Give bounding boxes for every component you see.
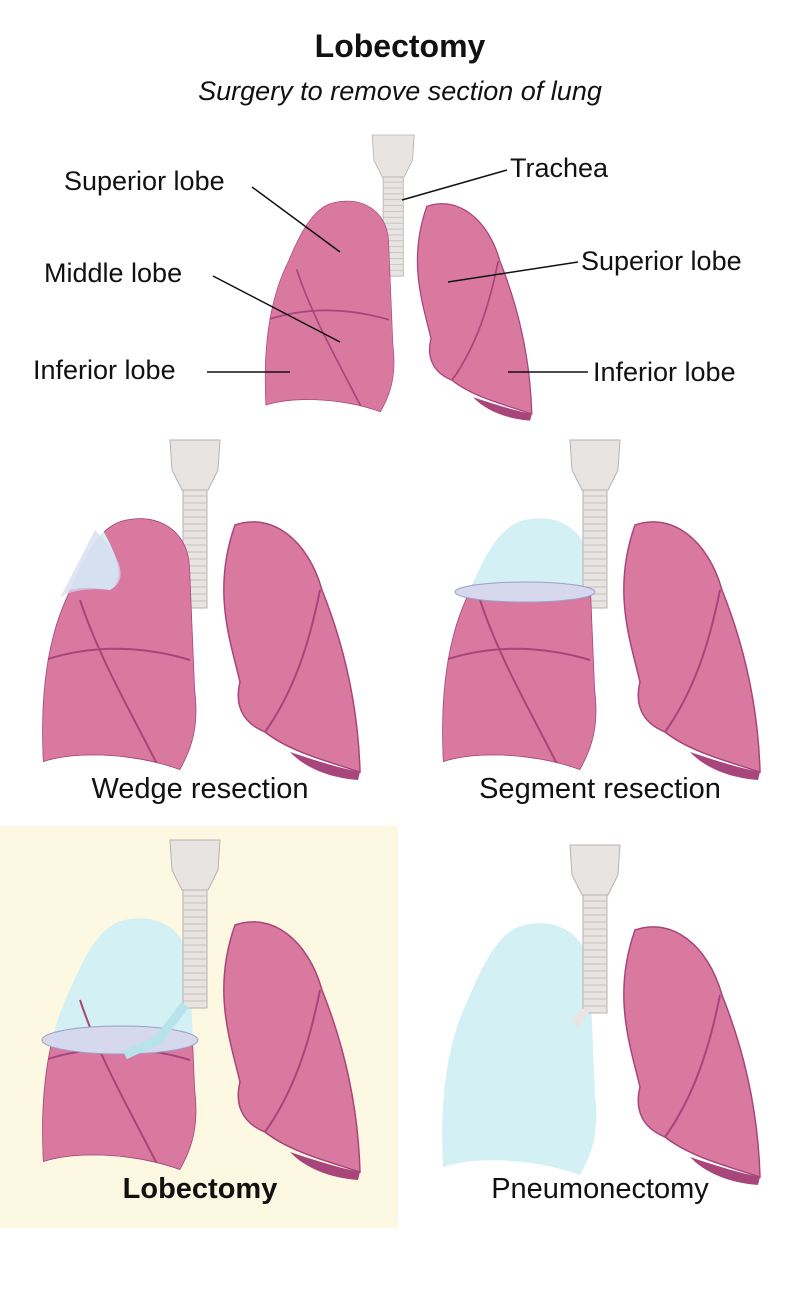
caption-lobectomy: Lobectomy [122,1173,278,1205]
right-lung [264,200,395,413]
left-fissure [664,589,721,733]
left-lung [416,203,533,421]
horizontal-fissure [266,309,390,321]
lungs-anatomy [264,134,533,421]
right-lung [42,518,197,770]
cut-surface [454,581,596,603]
lungs-segment [442,439,761,780]
cut-surface [60,530,121,598]
left-lung [623,521,761,780]
left-lung [623,926,761,1185]
label-trachea: Trachea [510,153,609,183]
trachea [182,889,208,1009]
left-fissure [264,589,321,733]
horizontal-fissure [444,647,591,661]
bronchus-stump [123,1002,189,1060]
oblique-fissure [295,269,365,413]
lung-base [290,1152,360,1180]
label-right-superior-lobe: Superior lobe [64,166,225,196]
larynx [569,439,621,491]
larynx [169,439,221,491]
lung-base [690,1157,760,1185]
horizontal-fissure [44,647,191,661]
page-title: Lobectomy [314,28,486,64]
removed-region [442,923,597,1175]
lung-base [690,752,760,780]
caption-pneumonectomy: Pneumonectomy [491,1173,709,1205]
leader-left-superior [447,261,579,283]
cut-surface [41,1025,199,1055]
leader-right-superior [251,186,341,253]
leader-right-middle [212,275,341,343]
larynx [569,844,621,896]
larynx [371,134,415,178]
left-fissure [264,989,321,1133]
label-left-superior-lobe: Superior lobe [581,246,742,276]
label-left-inferior-lobe: Inferior lobe [593,357,736,387]
left-lung [223,521,361,780]
oblique-fissure [79,599,161,770]
leader-lines [207,169,588,373]
oblique-fissure [479,599,561,770]
lungs-lobectomy [41,839,361,1180]
caption-wedge-resection: Wedge resection [91,773,309,805]
larynx [169,839,221,891]
lungs-pneumonectomy [442,844,761,1185]
leader-trachea [401,169,508,201]
left-fissure [664,994,721,1138]
oblique-fissure [79,999,161,1170]
label-right-middle-lobe: Middle lobe [44,258,183,288]
trachea [582,894,608,1014]
page-subtitle: Surgery to remove section of lung [198,76,602,106]
label-right-inferior-lobe: Inferior lobe [33,355,176,385]
lung-base [290,752,360,780]
lung-base [473,397,532,421]
bronchus-stump [571,1007,589,1028]
caption-segment-resection: Segment resection [479,773,721,805]
left-lung [223,921,361,1180]
lungs-wedge [42,439,361,780]
